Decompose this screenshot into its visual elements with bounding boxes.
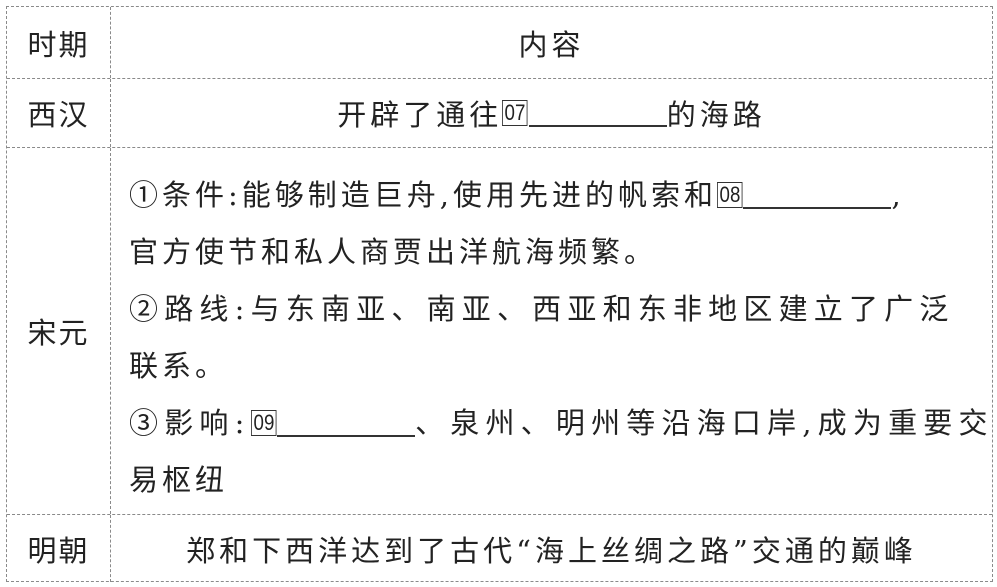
- blank-underline: [743, 179, 892, 209]
- blank-underline: [528, 97, 667, 127]
- period-cell: 宋元: [7, 148, 111, 514]
- fill-in-blank-08[interactable]: 08: [717, 167, 892, 224]
- content-line: 官方使节和私人商贾出洋航海频繁。: [129, 235, 658, 269]
- content-text: ①条件:能够制造巨舟,使用先进的帆索和: [129, 178, 717, 212]
- blank-number-badge: 07: [502, 100, 529, 126]
- fill-in-blank-09[interactable]: 09: [250, 395, 416, 452]
- content-line-route: ②路线:与东南亚、南亚、西亚和东非地区建立了广泛: [129, 292, 955, 326]
- content-cell: 郑和下西洋达到了古代“海上丝绸之路”交通的巅峰: [186, 533, 917, 568]
- content-text-before: 开辟了通往: [337, 98, 503, 132]
- content-cell: 开辟了通往 07 的海路: [111, 79, 992, 147]
- period-cell: 明朝: [7, 515, 111, 582]
- header-period: 时期: [7, 7, 111, 78]
- fill-in-blank-07[interactable]: 07: [502, 96, 667, 130]
- content-text: ③影响:: [129, 406, 251, 440]
- header-content: 内容: [518, 27, 585, 62]
- content-text-after: 的海路: [666, 98, 766, 132]
- period-cell: 西汉: [7, 79, 111, 147]
- blank-number-badge: 09: [250, 410, 277, 436]
- content-text: ,: [891, 178, 905, 212]
- blank-underline: [277, 407, 416, 437]
- table-row-xihan: 西汉 开辟了通往 07 的海路: [7, 78, 992, 147]
- content-line-impact: ③影响:09、泉州、明州等沿海口岸,成为重要交: [129, 395, 987, 452]
- content-line: 易枢纽: [129, 463, 229, 497]
- content-text: 、泉州、明州等沿海口岸,成为重要交: [415, 406, 994, 440]
- table-header-row: 时期 内容: [7, 7, 992, 78]
- history-table: 时期 内容 西汉 开辟了通往 07 的海路 宋元 ①条件:能够制造巨舟,使用先进…: [6, 6, 993, 582]
- blank-number-badge: 08: [717, 182, 743, 208]
- content-line: 联系。: [129, 349, 229, 383]
- table-row-mingchao: 明朝 郑和下西洋达到了古代“海上丝绸之路”交通的巅峰: [7, 514, 992, 582]
